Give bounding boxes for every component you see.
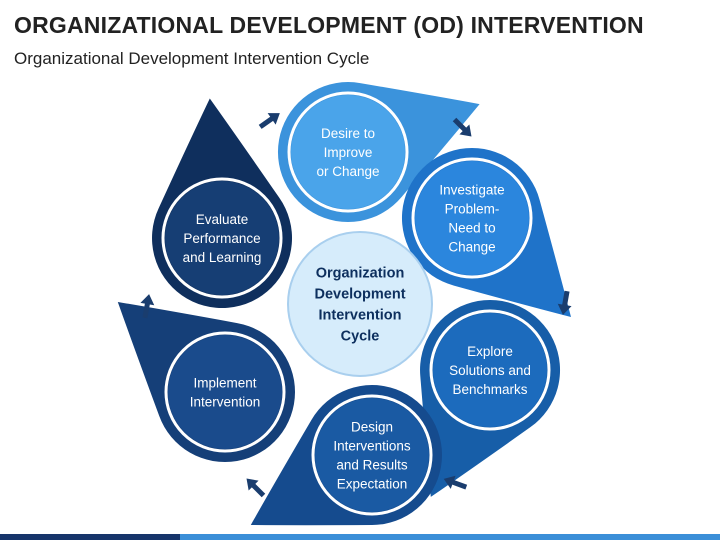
cycle-node-circle — [168, 335, 282, 449]
cycle-arrow-5 — [246, 478, 266, 498]
cycle-node-ring — [311, 394, 433, 516]
center-circle-shape — [287, 231, 433, 377]
cycle-node-ring — [287, 91, 409, 213]
cycle-arrow-6 — [140, 294, 155, 319]
cycle-node-circle — [433, 313, 547, 427]
center-label: Cycle — [341, 329, 380, 345]
center-label: Development — [314, 287, 405, 303]
cycle-node-circle — [415, 161, 529, 275]
cycle-node-circle — [291, 95, 405, 209]
cycle-node-label: Desire to — [321, 126, 375, 141]
cycle-arrow-3 — [557, 290, 572, 315]
cycle-node-circle — [165, 181, 279, 295]
cycle-node-label: Design — [351, 420, 393, 435]
cycle-node-label: Benchmarks — [452, 382, 527, 397]
cycle-node-label: Need to — [448, 221, 495, 236]
cycle-node-label: Interventions — [333, 439, 411, 454]
cycle-arrow-2 — [452, 117, 472, 137]
cycle-node-label: Explore — [467, 344, 513, 359]
cycle-node-label: Evaluate — [196, 212, 249, 227]
cycle-node-label: Problem- — [445, 202, 500, 217]
cycle-node-label: and Results — [336, 458, 408, 473]
cycle-arrow-4 — [443, 475, 468, 490]
page-title: ORGANIZATIONAL DEVELOPMENT (OD) INTERVEN… — [14, 12, 644, 38]
arrow-right-icon — [140, 294, 155, 319]
cycle-node-label: Solutions and — [449, 363, 531, 378]
cycle-node-label: or Change — [316, 164, 379, 179]
cycle-arrow-1 — [258, 113, 280, 129]
cycle-node-label: Performance — [183, 231, 260, 246]
cycle-node-circle — [315, 398, 429, 512]
center-label: Organization — [316, 266, 405, 282]
cycle-node-label: and Learning — [183, 250, 262, 265]
center-label: Intervention — [319, 308, 402, 324]
cycle-node-label: Change — [448, 240, 495, 255]
cycle-node-ring — [429, 309, 551, 431]
arrow-right-icon — [557, 290, 572, 315]
footer-bar-light — [180, 534, 720, 540]
arrow-right-icon — [246, 478, 266, 498]
cycle-node-ring — [164, 331, 286, 453]
footer-bar-dark — [0, 534, 180, 540]
cycle-node-ring — [161, 177, 283, 299]
arrow-right-icon — [452, 117, 472, 137]
cycle-arrows — [140, 113, 572, 498]
page-subtitle: Organizational Development Intervention … — [14, 49, 370, 68]
cycle-node-label: Intervention — [190, 395, 261, 410]
cycle-node-ring — [411, 157, 533, 279]
cycle-node-label: Improve — [324, 145, 373, 160]
arrow-right-icon — [258, 113, 280, 129]
arrow-right-icon — [443, 475, 468, 490]
cycle-node-1: Desire to Improve or Change — [277, 82, 480, 223]
cycle-node-label: Investigate — [439, 183, 504, 198]
cycle-node-label: Implement — [193, 376, 256, 391]
cycle-node-label: Expectation — [337, 477, 408, 492]
